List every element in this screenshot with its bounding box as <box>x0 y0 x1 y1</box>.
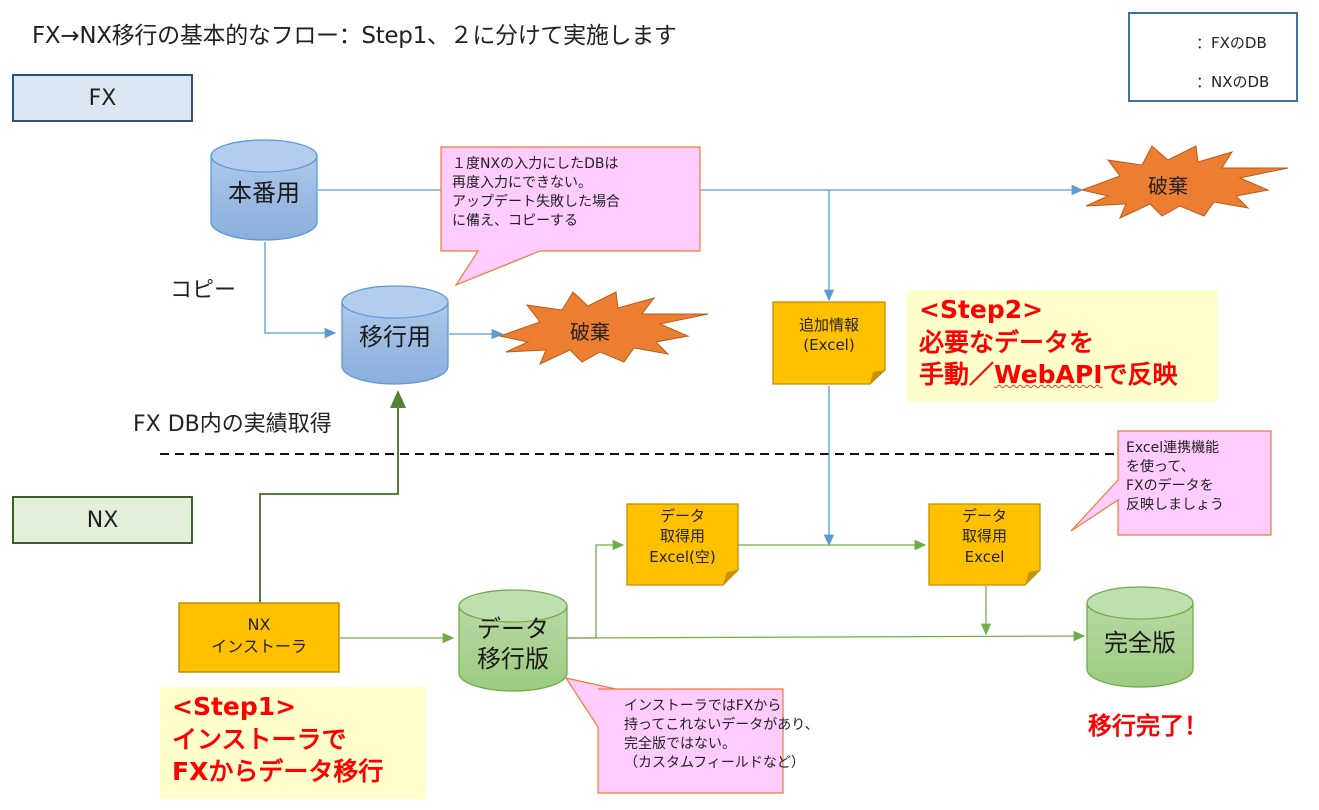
step2-box: <Step2> 必要なデータを 手動／WebAPIで反映 <box>907 290 1218 402</box>
note-line: データ <box>961 507 1007 525</box>
installer-box-label: NX インストーラ <box>179 614 339 657</box>
db-production-label: 本番用 <box>228 179 300 207</box>
callout-installer-limits: インストーラではFXから 持ってこれないデータがあり、 完全版ではない。 （カス… <box>624 697 819 773</box>
zone-nx-text: NX <box>86 507 119 533</box>
db-migration-label: 移行用 <box>359 323 431 351</box>
connector-production-copy-to-migration <box>264 242 337 339</box>
db-migration <box>341 285 449 385</box>
note-line: (Excel) <box>803 336 855 355</box>
callout-excel-link: Excel連携機能 を使って、 FXのデータを 反映しましょう <box>1126 439 1224 515</box>
callout-line: アップデート失敗した場合 <box>452 193 620 210</box>
callout-line: 完全版ではない。 <box>624 735 736 752</box>
callout-line: Excel連携機能 <box>1126 440 1220 456</box>
step1-header: <Step1> <box>172 692 297 721</box>
installer-line2: インストーラ <box>211 636 307 656</box>
note-line: Excel <box>964 547 1005 566</box>
db-data-migrated <box>458 589 568 692</box>
db-data-migrated-line1: データ <box>477 615 549 643</box>
zone-fx-text: FX <box>88 85 117 111</box>
step1-box: <Step1> インストーラで FXからデータ移行 <box>160 687 426 799</box>
db-data-migrated-label: データ 移行版 <box>459 614 567 674</box>
callout-copy-reason: １度NXの入力にしたDBは 再度入力にできない。 アップデート失敗した場合 に備… <box>452 155 620 231</box>
fx-db-actuals-label: FX DB内の実績取得 <box>133 412 332 437</box>
callout-line: 再度入力にできない。 <box>452 174 592 191</box>
step1-line1: インストーラで <box>172 724 347 754</box>
migration-complete-label: 移行完了！ <box>1088 712 1208 740</box>
callout-line: FXのデータを <box>1126 477 1214 494</box>
callout-line: 持ってこれないデータがあり、 <box>624 716 819 733</box>
note-excel-empty: データ 取得用 Excel(空) <box>627 506 738 567</box>
connector-data-migrated-to-complete <box>566 630 1086 642</box>
callout-copy-reason-shape <box>440 146 701 287</box>
callout-line: に備え、コピーする <box>452 212 578 229</box>
connector-installer-to-migration-db <box>259 390 406 602</box>
zone-label-nx: NX <box>12 496 193 544</box>
callout-line: を使って、 <box>1126 458 1195 475</box>
discard-burst-middle <box>498 291 709 366</box>
callout-line: 反映しましょう <box>1126 496 1224 513</box>
note-line: データ <box>659 507 705 525</box>
copy-label: コピー <box>170 278 237 303</box>
legend-nx-db-label: ：NXのDB <box>1196 73 1270 91</box>
step2-line2: 手動／WebAPIで反映 <box>919 359 1206 392</box>
title-text: FX→NX移行の基本的なフロー：Step1、２に分けて実施します <box>32 23 677 49</box>
step1-line2: FXからデータ移行 <box>172 757 384 786</box>
callout-line: １度NXの入力にしたDBは <box>452 156 619 172</box>
discard-burst-top <box>1080 145 1289 220</box>
discard-middle-label: 破棄 <box>570 320 610 344</box>
note-line: 追加情報 <box>798 316 859 334</box>
installer-box-shape <box>178 602 340 673</box>
note-line: 取得用 <box>961 527 1007 546</box>
callout-excel-link-shape <box>1070 430 1272 536</box>
step2-line2-c: で反映 <box>1102 360 1178 389</box>
note-excel-filled-fold <box>1025 570 1040 585</box>
step2-header: <Step2> <box>919 295 1044 324</box>
step2-line2-a: 手動／ <box>919 360 995 389</box>
discard-top-label: 破棄 <box>1148 174 1188 198</box>
legend <box>1128 12 1298 102</box>
db-complete-label: 完全版 <box>1104 629 1176 657</box>
zone-label-fx: FX <box>12 74 193 122</box>
db-data-migrated-line2: 移行版 <box>477 645 549 673</box>
db-production <box>210 139 318 241</box>
note-additional-info: 追加情報 (Excel) <box>773 315 885 356</box>
legend-fx-db-label: ：FXのDB <box>1196 34 1267 52</box>
callout-installer-limits-shape <box>564 677 784 794</box>
note-excel-empty-fold <box>723 570 738 585</box>
step2-line2-webapi: WebAPI <box>994 360 1103 389</box>
callout-line: インストーラではFXから <box>624 698 782 714</box>
note-line: Excel(空) <box>649 547 716 566</box>
db-complete <box>1086 586 1194 688</box>
page-title: FX→NX移行の基本的なフロー：Step1、２に分けて実施します <box>32 16 677 50</box>
connector-data-migrated-to-excel-empty <box>567 539 625 639</box>
note-additional-info-fold <box>870 370 885 384</box>
note-line: 取得用 <box>659 527 705 546</box>
installer-line1: NX <box>247 615 271 634</box>
note-excel-filled: データ 取得用 Excel <box>929 506 1040 567</box>
step2-line1: 必要なデータを <box>919 327 1095 357</box>
callout-line: （カスタムフィールドなど） <box>624 754 805 771</box>
